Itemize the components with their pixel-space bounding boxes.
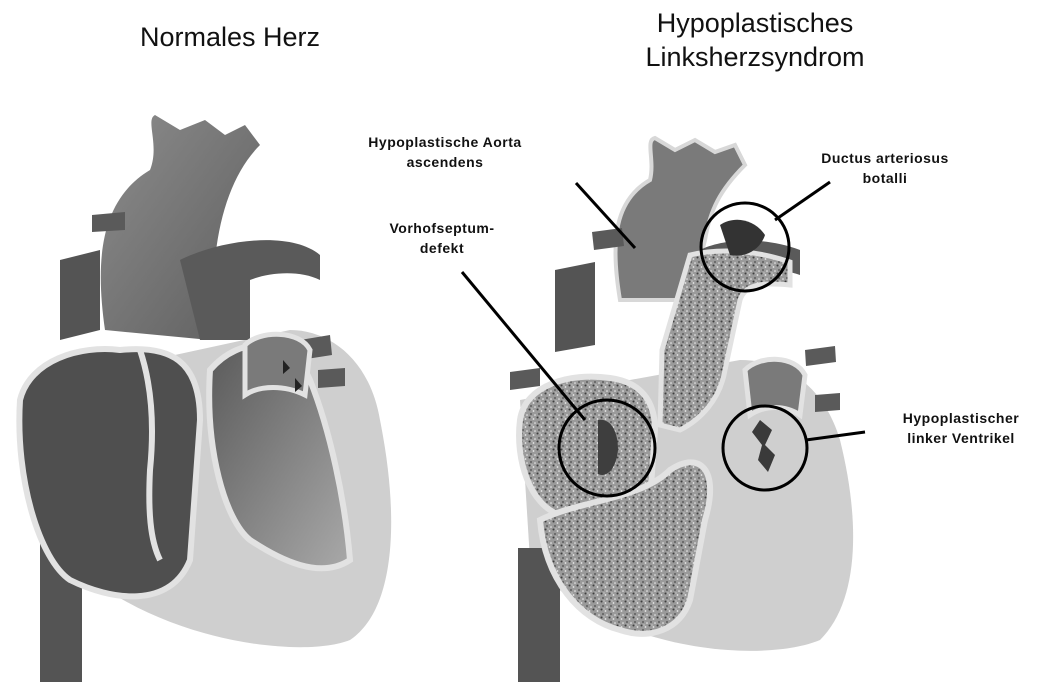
- label-ductus-line1: Ductus arteriosus: [800, 148, 970, 168]
- hlhs-pulm-vein-left: [510, 368, 540, 390]
- normal-pulm-branch: [92, 212, 125, 232]
- label-lv-line1: Hypoplastischer: [866, 408, 1056, 428]
- title-hlhs-line1: Hypoplastisches: [590, 6, 920, 40]
- label-hypoplastic-lv: Hypoplastischer linker Ventrikel: [866, 408, 1056, 448]
- label-lv-line2: linker Ventrikel: [866, 428, 1056, 448]
- title-normal-text: Normales Herz: [140, 22, 320, 52]
- normal-heart: [19, 115, 391, 682]
- label-hypoplastic-aorta: Hypoplastische Aorta ascendens: [340, 132, 550, 172]
- hlhs-heart: [510, 138, 853, 682]
- label-septum-line1: Vorhofseptum-: [352, 218, 532, 238]
- label-ductus-line2: botalli: [800, 168, 970, 188]
- normal-vena-cava: [60, 250, 100, 340]
- label-septum-line2: defekt: [352, 238, 532, 258]
- normal-pulmonary-artery: [180, 240, 320, 340]
- label-ductus: Ductus arteriosus botalli: [800, 148, 970, 188]
- label-aorta-line2: ascendens: [340, 152, 550, 172]
- label-septal-defect: Vorhofseptum- defekt: [352, 218, 532, 258]
- title-hlhs: Hypoplastisches Linksherzsyndrom: [590, 6, 920, 74]
- hlhs-vena-cava: [555, 262, 595, 352]
- label-aorta-line1: Hypoplastische Aorta: [340, 132, 550, 152]
- title-hlhs-line2: Linksherzsyndrom: [590, 40, 920, 74]
- title-normal-heart: Normales Herz: [80, 20, 380, 54]
